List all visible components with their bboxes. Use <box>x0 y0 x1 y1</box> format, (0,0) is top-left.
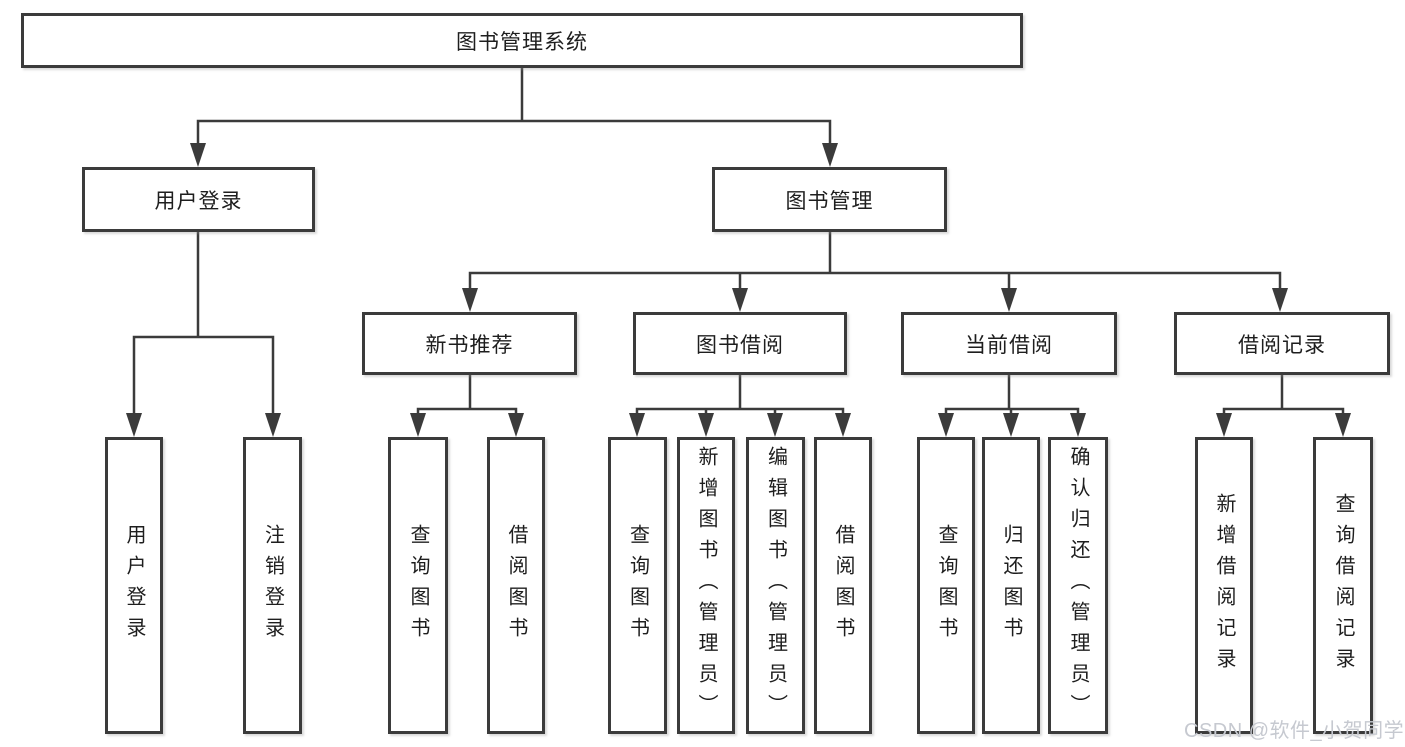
leaf-user-login: 用户登录 <box>105 437 163 734</box>
leaf-bb-edit-books-admin: 编辑图书（管理员） <box>746 437 805 734</box>
watermark: CSDN @软件_小贺同学 <box>1184 720 1405 742</box>
leaf-cb-confirm-return-admin: 确认归还（管理员） <box>1048 437 1108 734</box>
leaf-bb-add-books-admin: 新增图书（管理员） <box>677 437 735 734</box>
leaf-cb-query-books: 查询图书 <box>917 437 975 734</box>
leaf-cb-return-books: 归还图书 <box>982 437 1040 734</box>
node-borrowing-records: 借阅记录 <box>1174 312 1390 375</box>
leaf-bb-query-books: 查询图书 <box>608 437 667 734</box>
leaf-nbr-query-books: 查询图书 <box>388 437 448 734</box>
node-new-book-recommend: 新书推荐 <box>362 312 577 375</box>
leaf-br-add-record: 新增借阅记录 <box>1195 437 1253 734</box>
node-book-borrowing: 图书借阅 <box>633 312 847 375</box>
node-library-management-system: 图书管理系统 <box>21 13 1023 68</box>
leaf-br-query-record: 查询借阅记录 <box>1313 437 1373 734</box>
node-current-borrowing: 当前借阅 <box>901 312 1117 375</box>
node-user-login: 用户登录 <box>82 167 315 232</box>
leaf-nbr-borrow-books: 借阅图书 <box>487 437 545 734</box>
leaf-logout: 注销登录 <box>243 437 302 734</box>
leaf-bb-borrow-books: 借阅图书 <box>814 437 872 734</box>
node-book-management: 图书管理 <box>712 167 947 232</box>
